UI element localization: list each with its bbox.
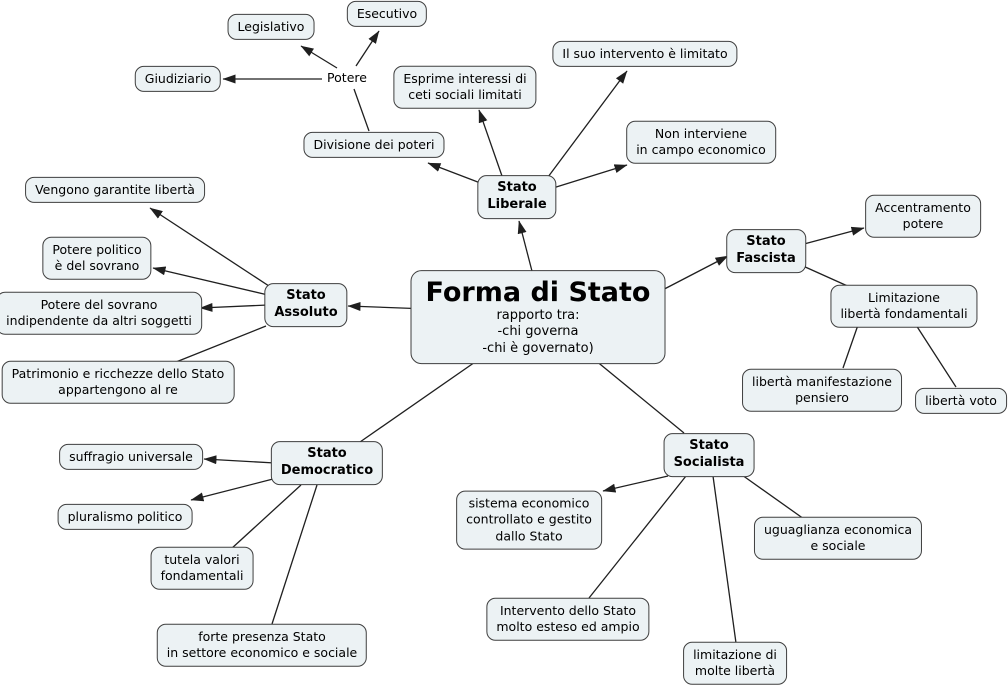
node-forte-presenza[interactable]: forte presenza Stato in settore economic…: [156, 623, 368, 667]
node-stato-assoluto[interactable]: Stato Assoluto: [264, 283, 348, 327]
node-potere-politico[interactable]: Potere politico è del sovrano: [42, 236, 152, 280]
connector-stato-fascista-to-limitazione-liberta-fondamentali: [802, 265, 853, 289]
connector-stato-liberale-to-non-interviene: [552, 164, 628, 189]
node-tutela-valori[interactable]: tutela valori fondamentali: [150, 546, 254, 590]
connector-stato-socialista-to-sistema-economico: [602, 475, 669, 493]
connector-potere-to-esecutivo: [355, 30, 380, 67]
connector-stato-democratico-to-pluralismo-politico: [190, 478, 274, 502]
connector-stato-democratico-to-tutela-valori: [230, 484, 302, 550]
node-vengono-garantite[interactable]: Vengono garantite libertà: [25, 176, 205, 204]
node-limitazione-liberta-fondamentali[interactable]: Limitazione libertà fondamentali: [830, 284, 978, 328]
connector-limitazione-liberta-fondamentali-to-liberta-manifestazione: [842, 324, 859, 369]
node-intervento-limitato[interactable]: Il suo intervento è limitato: [552, 40, 738, 68]
node-patrimonio-ricchezze[interactable]: Patrimonio e ricchezze dello Stato appar…: [1, 360, 235, 404]
connector-limitazione-liberta-fondamentali-to-liberta-voto: [915, 324, 957, 388]
node-legislativo[interactable]: Legislativo: [227, 13, 315, 41]
root-node-title: Forma di Stato: [425, 277, 651, 309]
connector-stato-liberale-to-intervento-limitato: [547, 70, 628, 178]
connector-potere-to-legislativo: [300, 45, 338, 69]
node-suffragio-universale[interactable]: suffragio universale: [59, 443, 203, 471]
node-pluralismo-politico[interactable]: pluralismo politico: [57, 503, 193, 531]
connector-stato-liberale-to-divisione-poteri: [427, 162, 484, 185]
connector-stato-socialista-to-limitazione-molte-liberta: [712, 475, 737, 644]
root-node-subtitle: rapporto tra: -chi governa -chi è govern…: [482, 308, 594, 356]
connector-stato-socialista-to-uguaglianza: [741, 474, 805, 520]
node-potere[interactable]: Potere: [327, 69, 367, 85]
connector-stato-socialista-to-intervento-esteso: [588, 475, 687, 599]
node-stato-socialista[interactable]: Stato Socialista: [663, 433, 755, 477]
connector-stato-democratico-to-suffragio-universale: [203, 455, 276, 465]
connector-stato-fascista-to-accentramento-potere: [803, 226, 865, 245]
node-accentramento-potere[interactable]: Accentramento potere: [865, 194, 981, 238]
node-intervento-esteso[interactable]: Intervento dello Stato molto esteso ed a…: [486, 597, 650, 641]
connector-stato-liberale-to-esprime-interessi: [478, 109, 503, 177]
node-non-interviene[interactable]: Non interviene in campo economico: [626, 120, 776, 164]
node-liberta-voto[interactable]: libertà voto: [915, 387, 1007, 415]
node-liberta-manifestazione[interactable]: libertà manifestazione pensiero: [742, 368, 902, 412]
node-potere-sovrano-indipendente[interactable]: Potere del sovrano indipendente da altri…: [0, 291, 202, 335]
connector-stato-democratico-to-forte-presenza: [271, 484, 318, 625]
node-stato-fascista[interactable]: Stato Fascista: [726, 229, 806, 273]
node-esecutivo[interactable]: Esecutivo: [346, 0, 428, 28]
node-giudiziario[interactable]: Giudiziario: [134, 65, 222, 93]
node-limitazione-molte-liberta[interactable]: limitazione di molte libertà: [683, 641, 787, 685]
node-stato-liberale[interactable]: Stato Liberale: [477, 175, 557, 219]
connector-forma-di-stato-to-stato-democratico: [359, 359, 479, 443]
node-divisione-poteri[interactable]: Divisione dei poteri: [303, 131, 445, 159]
connector-stato-assoluto-to-patrimonio-ricchezze: [175, 325, 267, 363]
node-sistema-economico[interactable]: sistema economico controllato e gestito …: [456, 490, 602, 550]
node-esprime-interessi[interactable]: Esprime interessi di ceti sociali limita…: [393, 65, 537, 109]
node-uguaglianza[interactable]: uguaglianza economica e sociale: [753, 516, 923, 560]
connector-stato-assoluto-to-potere-politico: [152, 266, 269, 296]
connector-stato-assoluto-to-potere-sovrano-indipendente: [199, 302, 269, 312]
node-stato-democratico[interactable]: Stato Democratico: [270, 441, 384, 485]
connector-forma-di-stato-to-stato-liberale: [517, 220, 534, 276]
connector-potere-to-divisione-poteri: [353, 88, 370, 132]
connector-forma-di-stato-to-stato-socialista: [594, 359, 685, 434]
connector-stato-assoluto-to-vengono-garantite: [149, 207, 273, 289]
